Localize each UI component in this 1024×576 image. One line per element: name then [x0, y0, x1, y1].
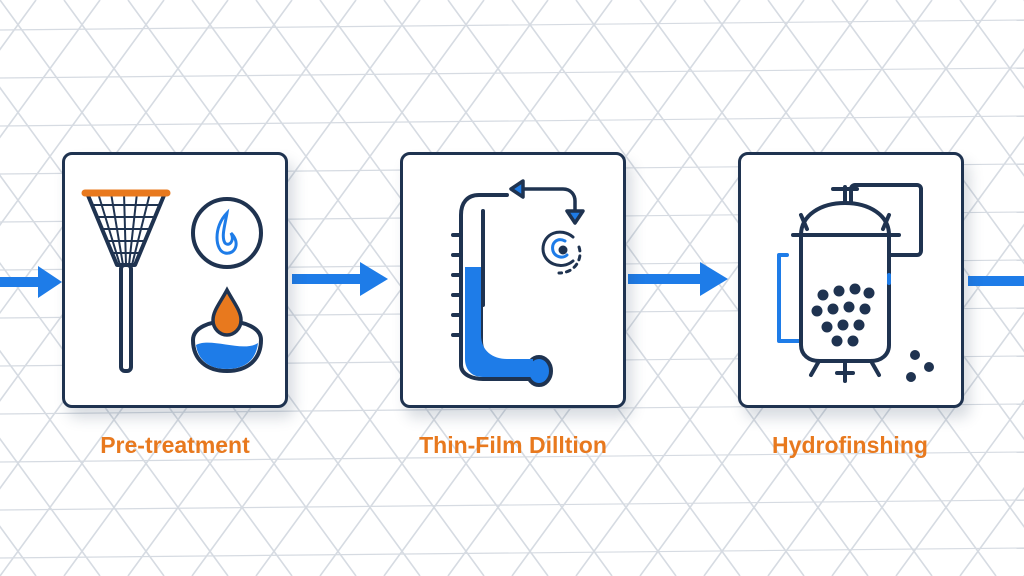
step-card-thin-film — [400, 152, 626, 408]
swirl-icon — [541, 230, 582, 275]
flow-arrow-in-icon — [0, 266, 62, 298]
step-label-hydrofinshing: Hydrofinshing — [772, 432, 928, 458]
step-label-thin-film: Thin-Film Dilltion — [419, 432, 607, 458]
flame-icon — [191, 197, 263, 269]
step-card-pre-treatment — [62, 152, 288, 408]
distillation-column-icon — [451, 193, 553, 387]
recycle-arrow-icon — [509, 179, 585, 225]
oil-drop-icon — [190, 286, 264, 374]
flow-arrow-out-icon — [968, 276, 1024, 286]
step-card-hydrofinshing — [738, 152, 964, 408]
flow-arrow-1-icon — [292, 262, 388, 296]
reactor-vessel-icon — [777, 183, 923, 383]
flow-arrow-2-icon — [628, 262, 728, 296]
step-label-pre-treatment: Pre-treatment — [100, 432, 250, 458]
strainer-icon — [81, 189, 171, 373]
catalyst-beads-icon — [811, 283, 934, 382]
